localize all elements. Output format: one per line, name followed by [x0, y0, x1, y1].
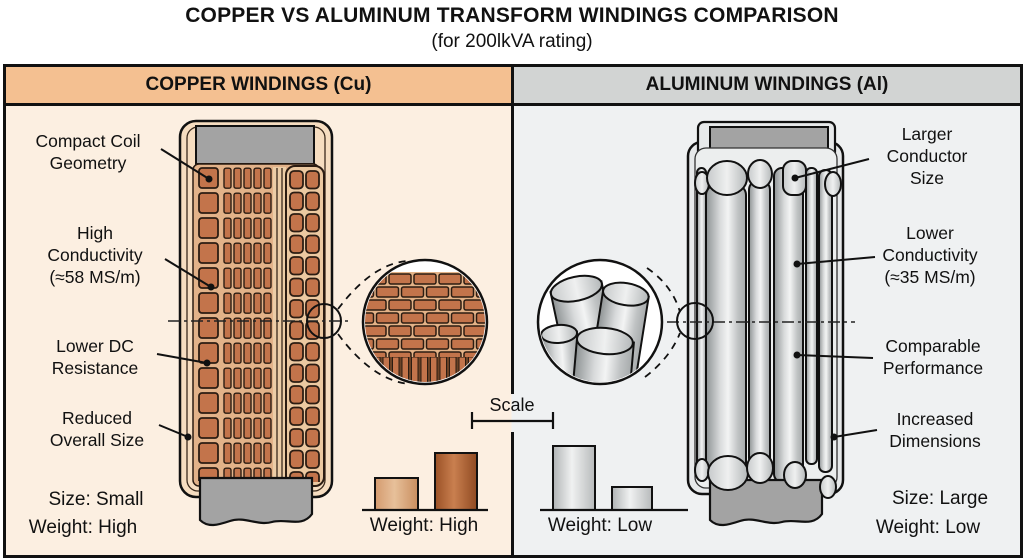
copper-annotation-lower-dc-resistance: Lower DC Resistance	[51, 336, 139, 378]
copper-panel-header: COPPER WINDINGS (Cu)	[6, 67, 514, 103]
scale-label: Scale	[489, 395, 535, 415]
aluminum-weight-value: Weight: Low	[875, 517, 981, 538]
copper-chart-caption: Weight: High	[369, 515, 479, 536]
aluminum-size-value: Size: Large	[891, 488, 989, 509]
copper-annotation-reduced-size: Reduced Overall Size	[49, 408, 145, 450]
page-subtitle: (for 200lkVA rating)	[431, 31, 593, 52]
aluminum-annotation-increased-dimensions: Increased Dimensions	[889, 409, 981, 451]
page-title: COPPER VS ALUMINUM TRANSFORM WINDINGS CO…	[185, 4, 839, 27]
copper-weight-value: Weight: High	[28, 517, 138, 538]
copper-annotation-high-conductivity: High Conductivity (≈58 MS/m)	[47, 223, 143, 287]
aluminum-annotation-lower-conductivity: Lower Conductivity (≈35 MS/m)	[882, 223, 978, 287]
aluminum-chart-caption: Weight: Low	[547, 515, 653, 536]
aluminum-annotation-larger-conductor: Larger Conductor Size	[886, 124, 968, 188]
copper-size-value: Size: Small	[48, 489, 144, 510]
copper-annotation-compact-coil: Compact Coil Geometry	[35, 131, 141, 173]
aluminum-panel-header: ALUMINUM WINDINGS (Al)	[514, 67, 1020, 103]
aluminum-annotation-comparable-performance: Comparable Performance	[882, 336, 984, 378]
header-row: COPPER WINDINGS (Cu) ALUMINUM WINDINGS (…	[6, 67, 1020, 106]
